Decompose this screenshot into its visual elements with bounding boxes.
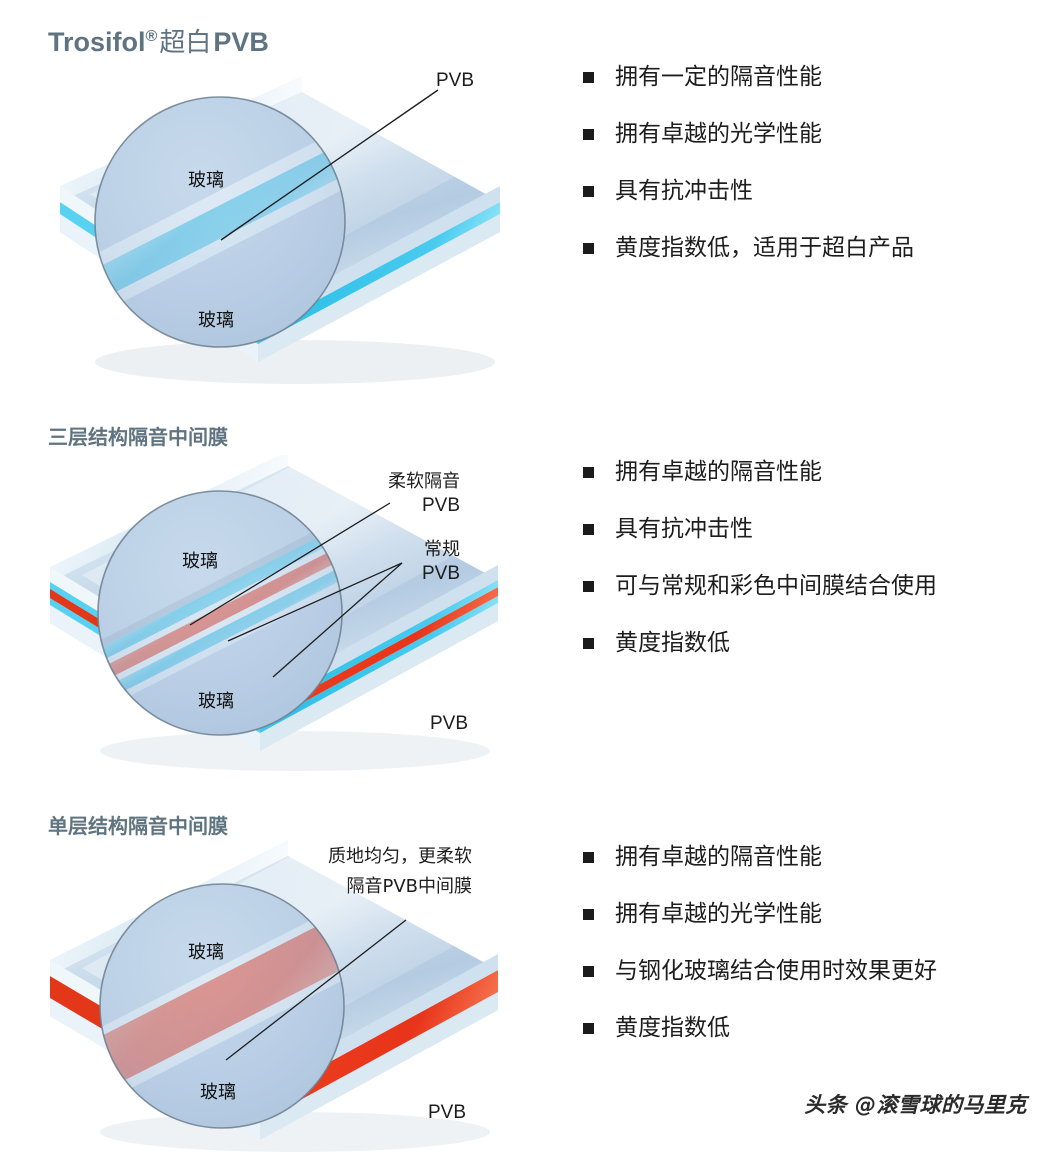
list-item: 具有抗冲击性 xyxy=(583,515,937,572)
list-item: 黄度指数低，适用于超白产品 xyxy=(583,234,914,291)
section-three-layer-acoustic: 三层结构隔音中间膜 xyxy=(0,395,1047,790)
leader-line-acoustic-pvb xyxy=(225,919,407,1061)
glass-label-top: 玻璃 xyxy=(188,942,224,963)
section-heading-three-layer: 三层结构隔音中间膜 xyxy=(48,427,228,449)
title-cn: 超白 xyxy=(159,28,212,58)
callout-standard: 常规 xyxy=(424,539,460,560)
glass-label-top: 玻璃 xyxy=(188,170,224,191)
list-item: 拥有卓越的光学性能 xyxy=(583,900,937,957)
list-item-label: 拥有卓越的光学性能 xyxy=(615,901,822,927)
title-pvb: PVB xyxy=(213,27,269,57)
bullet-square-icon xyxy=(583,581,594,592)
list-item: 拥有一定的隔音性能 xyxy=(583,63,914,120)
glass-label-bottom: 玻璃 xyxy=(198,691,234,712)
callout-uniform-softer: 质地均匀，更柔软 xyxy=(328,846,472,867)
glass-label-bottom: 玻璃 xyxy=(200,1082,236,1103)
brand-name: Trosifol xyxy=(48,27,146,57)
leader-line-soft-acoustic xyxy=(189,502,391,626)
list-item: 黄度指数低 xyxy=(583,629,937,686)
diagram-single-layer-acoustic-interlayer: 玻璃 玻璃 质地均匀，更柔软 隔音PVB中间膜 PVB xyxy=(30,840,550,1170)
bullet-square-icon xyxy=(583,467,594,478)
callout-acoustic-pvb-interlayer: 隔音PVB中间膜 xyxy=(346,876,472,897)
leader-line-standard-b xyxy=(272,562,403,678)
list-item-label: 黄度指数低 xyxy=(615,1015,730,1041)
feature-list-single-layer: 拥有卓越的隔音性能 拥有卓越的光学性能 与钢化玻璃结合使用时效果更好 黄度指数低 xyxy=(583,843,937,1071)
list-item: 与钢化玻璃结合使用时效果更好 xyxy=(583,957,937,1014)
callout-soft-acoustic: 柔软隔音 xyxy=(388,471,460,492)
list-item-label: 可与常规和彩色中间膜结合使用 xyxy=(615,573,937,599)
callout-standard-pvb: PVB xyxy=(421,563,460,584)
leader-line-pvb xyxy=(220,89,439,241)
magnifier-circle xyxy=(97,490,343,736)
feature-list-three-layer: 拥有卓越的隔音性能 具有抗冲击性 可与常规和彩色中间膜结合使用 黄度指数低 xyxy=(583,458,937,686)
callout-soft-acoustic-pvb: PVB xyxy=(421,495,460,516)
bullet-square-icon xyxy=(583,129,594,140)
bullet-square-icon xyxy=(583,852,594,863)
list-item: 拥有卓越的隔音性能 xyxy=(583,843,937,900)
callout-pvb: PVB xyxy=(436,70,475,91)
magnifier-circle xyxy=(94,96,346,348)
feature-list-ultra-clear: 拥有一定的隔音性能 拥有卓越的光学性能 具有抗冲击性 黄度指数低，适用于超白产品 xyxy=(583,63,914,291)
section-heading-single-layer: 单层结构隔音中间膜 xyxy=(48,816,228,838)
bullet-square-icon xyxy=(583,524,594,535)
bullet-square-icon xyxy=(583,72,594,83)
section-single-layer-acoustic: 单层结构隔音中间膜 xyxy=(0,785,1047,1152)
bullet-square-icon xyxy=(583,966,594,977)
magnifier-circle xyxy=(99,883,345,1129)
list-item: 拥有卓越的光学性能 xyxy=(583,120,914,177)
page-title: Trosifol®超白PVB xyxy=(48,22,269,59)
glass-label-top: 玻璃 xyxy=(182,551,218,572)
callout-edge-pvb: PVB xyxy=(428,1102,467,1123)
list-item: 具有抗冲击性 xyxy=(583,177,914,234)
registered-trademark-icon: ® xyxy=(145,28,158,45)
section-ultra-clear-pvb: Trosifol®超白PVB xyxy=(0,0,1047,400)
bullet-square-icon xyxy=(583,1023,594,1034)
list-item-label: 具有抗冲击性 xyxy=(615,178,753,204)
bullet-square-icon xyxy=(583,186,594,197)
list-item-label: 黄度指数低 xyxy=(615,630,730,656)
watermark: 头条 @滚雪球的马里克 xyxy=(804,1093,1027,1117)
bullet-square-icon xyxy=(583,909,594,920)
list-item: 拥有卓越的隔音性能 xyxy=(583,458,937,515)
leader-line-standard-a xyxy=(227,562,403,642)
glass-label-bottom: 玻璃 xyxy=(198,310,234,331)
list-item-label: 拥有一定的隔音性能 xyxy=(615,64,822,90)
callout-edge-pvb: PVB xyxy=(430,713,469,734)
diagram-ultra-clear-pvb-laminate: 玻璃 玻璃 PVB xyxy=(30,62,550,392)
list-item-label: 与钢化玻璃结合使用时效果更好 xyxy=(615,958,937,984)
bullet-square-icon xyxy=(583,638,594,649)
list-item: 可与常规和彩色中间膜结合使用 xyxy=(583,572,937,629)
diagram-three-layer-acoustic-interlayer: 玻璃 玻璃 柔软隔音 PVB 常规 PVB PVB xyxy=(30,455,550,785)
bullet-square-icon xyxy=(583,243,594,254)
list-item-label: 黄度指数低，适用于超白产品 xyxy=(615,235,914,261)
list-item-label: 拥有卓越的隔音性能 xyxy=(615,459,822,485)
list-item-label: 拥有卓越的隔音性能 xyxy=(615,844,822,870)
list-item: 黄度指数低 xyxy=(583,1014,937,1071)
list-item-label: 拥有卓越的光学性能 xyxy=(615,121,822,147)
list-item-label: 具有抗冲击性 xyxy=(615,516,753,542)
